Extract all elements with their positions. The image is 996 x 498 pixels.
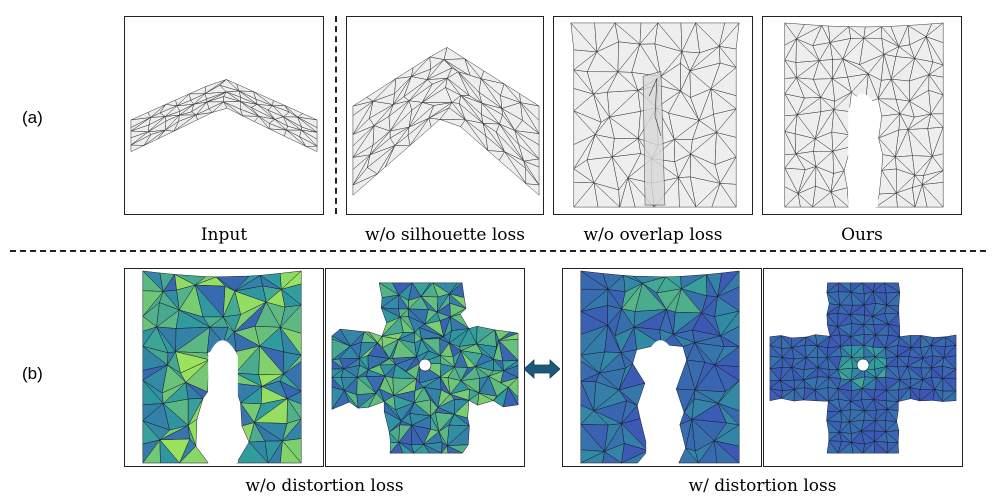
row-label-b: (b) [22,364,43,383]
caption-ours: Ours [841,225,883,245]
mesh-input [130,79,318,152]
panel-cross-no-distortion [325,268,525,467]
panel-input [124,16,324,215]
caption-with-distortion: w/ distortion loss [688,476,837,496]
row-label-a: (a) [22,108,43,127]
heatmap-cross-with-distortion [769,282,957,454]
panel-arch-no-distortion [124,268,324,467]
mesh-no-silhouette [352,47,540,196]
caption-no-overlap: w/o overlap loss [583,225,723,245]
panel-no-silhouette [346,16,544,215]
panel-ours [762,16,962,215]
panel-cross-with-distortion [763,268,963,467]
double-arrow-icon [524,359,560,379]
horizontal-divider [10,250,986,252]
panel-arch-with-distortion [562,268,762,467]
mesh-ours [784,22,944,208]
heatmap-cross-no-distortion [331,282,519,454]
panel-no-overlap [553,16,753,215]
caption-no-silhouette: w/o silhouette loss [365,225,525,245]
heatmap-arch-with-distortion [580,270,740,464]
mesh-no-overlap [570,22,740,208]
heatmap-arch-no-distortion [142,270,302,464]
caption-input: Input [200,225,248,245]
vertical-divider [335,16,337,214]
caption-no-distortion: w/o distortion loss [245,476,404,496]
